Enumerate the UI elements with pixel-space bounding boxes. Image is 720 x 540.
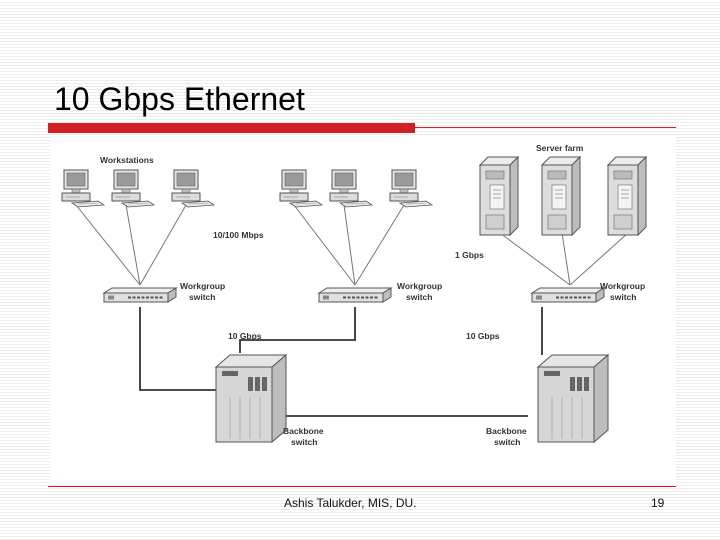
workstation-icon [171,169,215,208]
workstation-icon [61,169,105,208]
backbone-uplinks [139,307,543,391]
workstation-icon [329,169,373,208]
server-icon [607,156,647,236]
speed-10g-right-label: 10 Gbps [466,331,500,341]
workgroup-switch-label: switch [189,292,215,302]
workgroup-switch-icon [318,287,392,303]
speed-10g-left-label: 10 Gbps [228,331,262,341]
workgroup-switch-icon [103,287,177,303]
workstation-icon [389,169,433,208]
workgroup-switch-label: Workgroup [397,281,442,291]
workstation-links [75,204,405,286]
title-underline [415,127,676,128]
backbone-switch-label: switch [494,437,520,447]
page-number: 19 [651,496,665,510]
slide-title: 10 Gbps Ethernet [54,81,305,117]
backbone-switch-icon [537,354,609,443]
workgroup-switch-label: switch [406,292,432,302]
backbone-switch-label: switch [291,437,317,447]
speed-10-100-label: 10/100 Mbps [213,230,264,240]
network-diagram: Workstations Server farm 10/100 Mbps 1 G… [50,135,676,485]
server-links [499,232,629,286]
server-farm-label: Server farm [536,143,584,153]
footer-divider [48,486,676,487]
workgroup-switch-icon [531,287,605,303]
workgroup-switch-label: switch [610,292,636,302]
workgroup-switch-label: Workgroup [600,281,645,291]
backbone-switch-label: Backbone [486,426,527,436]
backbone-switch-icon [215,354,287,443]
backbone-switch-label: Backbone [283,426,324,436]
workstations-label: Workstations [100,155,154,165]
workstation-icon [111,169,155,208]
server-icon [541,156,581,236]
title-accent-bar [48,123,415,133]
speed-1g-label: 1 Gbps [455,250,484,260]
workgroup-switch-label: Workgroup [180,281,225,291]
footer-author: Ashis Talukder, MIS, DU. [284,496,417,510]
workstation-icon [279,169,323,208]
server-icon [479,156,519,236]
